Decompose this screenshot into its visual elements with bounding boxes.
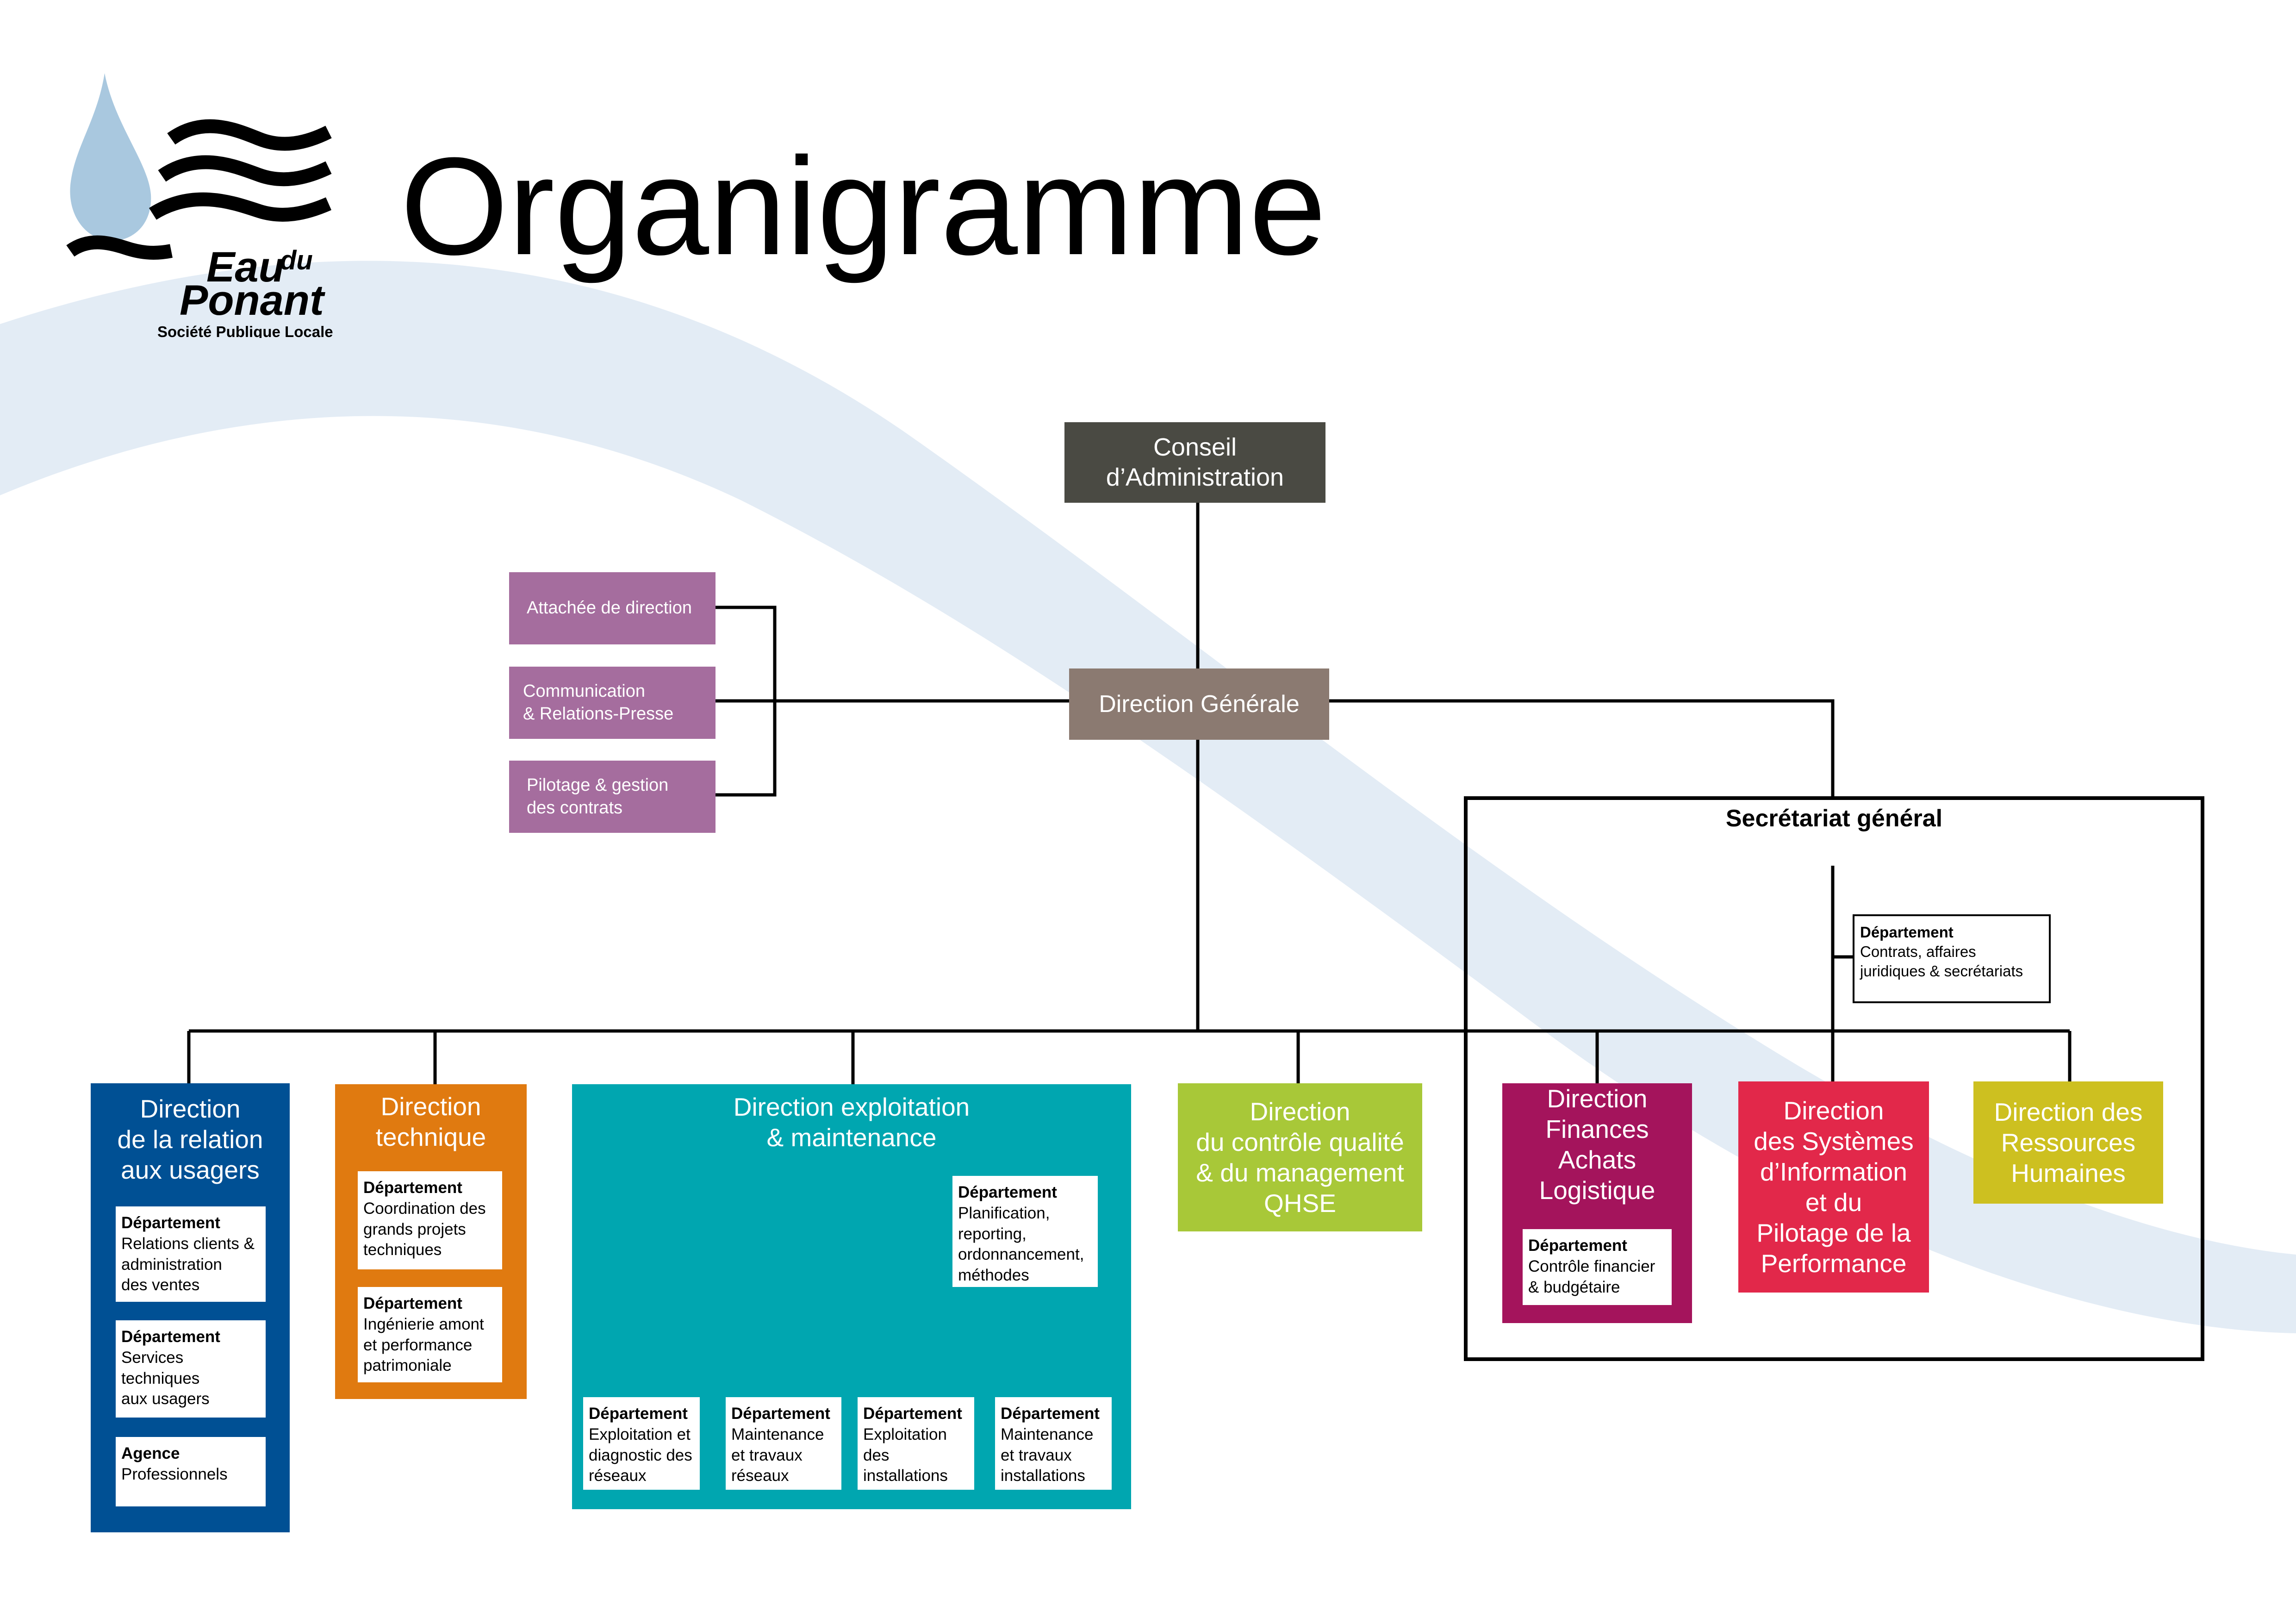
communication-box: Communication & Relations-Presse (509, 667, 716, 739)
dept-maintenance-travaux-reseaux: Département Maintenance et travaux résea… (726, 1397, 841, 1490)
direction-technique-label: Direction technique (375, 1092, 486, 1151)
logo-text-du: du (280, 245, 313, 275)
direction-generale-box: Direction Générale (1069, 668, 1329, 740)
direction-ressources-humaines-label: Direction des Ressources Humaines (1994, 1098, 2143, 1187)
page-title: Organigramme (400, 128, 1326, 284)
secretariat-general-frame (1464, 796, 2204, 1361)
pilotage-contrats-box: Pilotage & gestion des contrats (509, 761, 716, 833)
dept-ingenierie-amont: Département Ingénierie amont et performa… (358, 1287, 502, 1382)
dept-body: Maintenance et travaux installations (1001, 1425, 1094, 1485)
dept-head: Agence (121, 1444, 180, 1462)
logo-text-ponant: Ponant (180, 277, 325, 324)
attachee-direction-box: Attachée de direction (509, 572, 716, 644)
dept-exploitation-installations: Département Exploitation des installatio… (858, 1397, 974, 1490)
logo-text-eau: Eau (206, 244, 285, 291)
direction-ressources-humaines-box: Direction des Ressources Humaines (1973, 1081, 2163, 1204)
dept-head: Département (1860, 924, 1954, 941)
dept-maintenance-travaux-installations: Département Maintenance et travaux insta… (995, 1397, 1112, 1490)
dept-body: Maintenance et travaux réseaux (731, 1425, 824, 1485)
dept-head: Département (121, 1328, 220, 1346)
direction-controle-qualite-box: Direction du contrôle qualité & du manag… (1178, 1083, 1422, 1231)
dept-relations-clients: Département Relations clients & administ… (116, 1206, 266, 1302)
dept-body: Exploitation et diagnostic des réseaux (589, 1425, 692, 1485)
dept-body: Contrats, affaires juridiques & secrétar… (1860, 943, 2023, 980)
dept-head: Département (363, 1179, 462, 1197)
direction-relation-usagers-label: Direction de la relation aux usagers (117, 1094, 263, 1184)
direction-systemes-information-label: Direction des Systèmes d’Information et … (1754, 1096, 1914, 1278)
dept-body: Exploitation des installations (863, 1425, 948, 1485)
dept-head: Département (363, 1294, 462, 1312)
dept-controle-financier: Département Contrôle financier & budgéta… (1523, 1229, 1672, 1305)
dept-exploitation-diagnostic-reseaux: Département Exploitation et diagnostic d… (583, 1397, 700, 1490)
dept-body: Planification, reporting, ordonnancement… (958, 1204, 1084, 1285)
conseil-administration-box: Conseil d’Administration (1064, 422, 1325, 503)
dept-head: Département (863, 1405, 962, 1423)
dept-head: Département (1528, 1237, 1627, 1255)
dept-head: Département (958, 1183, 1057, 1201)
dept-head: Département (121, 1214, 220, 1232)
dept-body: Contrôle financier & budgétaire (1528, 1257, 1655, 1296)
dept-body: Relations clients & administration des v… (121, 1234, 255, 1294)
wave-lines-icon (66, 119, 332, 260)
eau-du-ponant-logo: Eau du Ponant Société Publique Locale (66, 73, 333, 338)
secretariat-general-title: Secrétariat général (1725, 805, 1943, 832)
conseil-administration-label: Conseil d’Administration (1106, 433, 1284, 491)
water-drop-icon (70, 73, 151, 241)
direction-exploitation-maintenance-label: Direction exploitation & maintenance (733, 1093, 970, 1152)
dept-head: Département (589, 1405, 688, 1423)
direction-systemes-information-box: Direction des Systèmes d’Information et … (1738, 1081, 1929, 1293)
dept-body: Services techniques aux usagers (121, 1348, 210, 1408)
dept-services-techniques-usagers: Département Services techniques aux usag… (116, 1320, 266, 1418)
direction-generale-label: Direction Générale (1099, 690, 1300, 718)
dept-head: Département (731, 1405, 830, 1423)
dept-contrats-affaires-juridiques: Département Contrats, affaires juridique… (1853, 914, 2051, 1003)
dept-head: Département (1001, 1405, 1100, 1423)
dept-coordination-grands-projets: Département Coordination des grands proj… (358, 1171, 502, 1269)
dept-planification-reporting: Département Planification, reporting, or… (952, 1176, 1098, 1287)
dept-body: Coordination des grands projets techniqu… (363, 1199, 486, 1259)
agence-professionnels: Agence Professionnels (116, 1437, 266, 1506)
direction-controle-qualite-label: Direction du contrôle qualité & du manag… (1196, 1097, 1404, 1218)
logo-subtitle: Société Publique Locale (157, 323, 333, 338)
direction-finances-label: Direction Finances Achats Logistique (1539, 1084, 1655, 1205)
dept-body: Ingénierie amont et performance patrimon… (363, 1315, 484, 1375)
dept-body: Professionnels (121, 1465, 228, 1483)
